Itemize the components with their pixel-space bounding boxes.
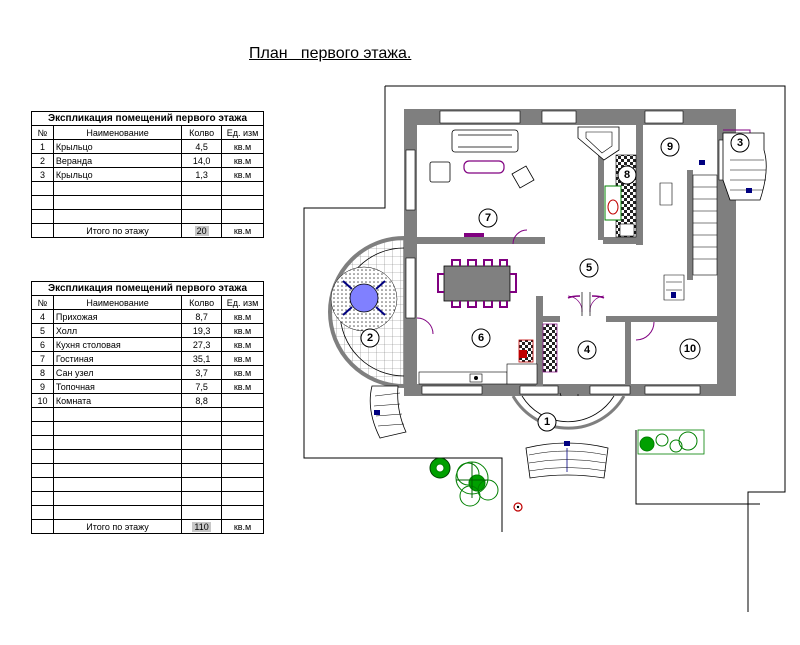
room-label-6: 6 [471, 328, 491, 348]
table-row-empty [31, 181, 264, 196]
room-label-1: 1 [537, 412, 557, 432]
svg-text:10: 10 [684, 343, 696, 355]
table-row: 1 Крыльцо 4,5 кв.м [31, 139, 264, 154]
table-row: 7 Гостиная 35,1 кв.м [31, 351, 264, 366]
svg-text:7: 7 [485, 212, 491, 224]
table-row-empty [31, 505, 264, 520]
table-row-empty [31, 209, 264, 224]
svg-text:4: 4 [584, 344, 591, 356]
explication-table-porches: Экспликация помещений первого этажа № На… [31, 111, 264, 238]
interior-walls [417, 125, 717, 386]
table-total-row: Итого по этажу 20 кв.м [31, 223, 264, 238]
svg-text:1: 1 [544, 416, 550, 428]
svg-text:8: 8 [624, 169, 630, 181]
table-total-row: Итого по этажу 110 кв.м [31, 519, 264, 534]
door-marks [671, 160, 705, 298]
room-label-3: 3 [730, 133, 750, 153]
kitchen-fixtures [418, 339, 538, 385]
table-row: 10 Комната 8,8 [31, 393, 264, 408]
total-unit: кв.м [221, 223, 264, 238]
room-label-7: 7 [478, 208, 498, 228]
total-label: Итого по этажу [52, 519, 183, 534]
windows [405, 110, 735, 395]
house-floor [404, 111, 734, 394]
table-row: 2 Веранда 14,0 кв.м [31, 153, 264, 168]
room-label-8: 8 [617, 165, 637, 185]
svg-text:2: 2 [367, 332, 373, 344]
stair [659, 174, 718, 301]
entrance-details [542, 292, 605, 415]
room-label-4: 4 [577, 340, 597, 360]
total-value: 110 [192, 521, 211, 532]
page-title: План первого этажа. [249, 45, 412, 62]
site-boundary-west [303, 86, 503, 532]
site-boundary-east [635, 430, 760, 505]
total-unit: кв.м [221, 519, 264, 534]
vegetation [429, 429, 705, 507]
dining-set [437, 259, 517, 308]
veranda-steps [369, 385, 407, 439]
svg-text:6: 6 [478, 332, 484, 344]
room-label-5: 5 [579, 258, 599, 278]
room-labels: 1 2 3 4 5 6 7 8 9 10 [360, 133, 750, 432]
total-value: 20 [194, 225, 209, 236]
room-label-9: 9 [660, 137, 680, 157]
room-label-2: 2 [360, 328, 380, 348]
svg-text:3: 3 [737, 137, 743, 149]
room-label-10: 10 [679, 338, 701, 360]
veranda [328, 236, 405, 388]
porch-front [511, 395, 626, 479]
table-row: 8 Сан узел 3,7 кв.м [31, 365, 264, 380]
table-row: 3 Крыльцо 1,3 кв.м [31, 167, 264, 182]
table-row-empty [31, 421, 264, 436]
svg-text:9: 9 [667, 141, 673, 153]
svg-text:5: 5 [586, 262, 592, 274]
site-boundary [385, 85, 786, 612]
explication-table-rooms: Экспликация помещений первого этажа № На… [31, 281, 264, 534]
living-room-furniture [429, 129, 535, 237]
table-row-empty [31, 435, 264, 450]
total-label: Итого по этажу [52, 223, 183, 238]
